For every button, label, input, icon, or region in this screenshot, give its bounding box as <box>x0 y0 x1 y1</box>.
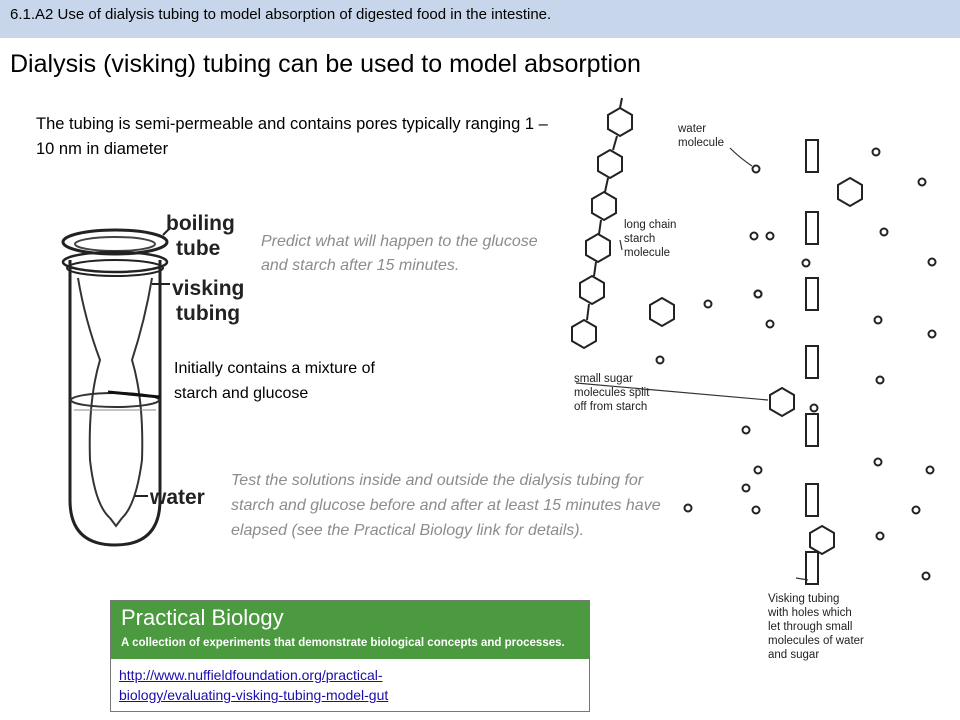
link-line-1: http://www.nuffieldfoundation.org/practi… <box>119 667 383 683</box>
label-sugar-3: off from starch <box>574 401 647 413</box>
practical-biology-banner: Practical Biology A collection of experi… <box>111 601 589 659</box>
label-starch-3: molecule <box>624 247 670 259</box>
label-visking-4: molecules of water <box>768 635 864 647</box>
initial-contents-note: Initially contains a mixture of starch a… <box>174 360 375 402</box>
boiling-tube-diagram: boiling tube visking tubing water <box>61 212 244 547</box>
label-water-molecule-1: water <box>677 123 706 135</box>
membrane-model-diagram: water molecule long chain starch molecul… <box>571 97 937 661</box>
label-sugar-2: molecules split <box>574 387 650 399</box>
practical-biology-card: Practical Biology A collection of experi… <box>110 600 590 712</box>
label-water: water <box>149 486 205 509</box>
practical-biology-title: Practical Biology <box>121 605 284 630</box>
label-boiling: boiling <box>166 212 235 235</box>
slide-header: 6.1.A2 Use of dialysis tubing to model a… <box>0 0 960 38</box>
label-sugar-1: small sugar <box>574 373 633 385</box>
label-tube: tube <box>176 237 220 260</box>
label-visking-5: and sugar <box>768 649 819 661</box>
label-visking-3: let through small <box>768 621 852 633</box>
test-instruction: Test the solutions inside and outside th… <box>231 472 661 539</box>
label-tubing: tubing <box>176 302 240 325</box>
predict-prompt: Predict what will happen to the glucose … <box>261 233 538 274</box>
label-starch-1: long chain <box>624 219 676 231</box>
label-water-molecule-2: molecule <box>678 137 724 149</box>
label-visking-1: Visking tubing <box>768 593 839 605</box>
practical-biology-link[interactable]: http://www.nuffieldfoundation.org/practi… <box>111 659 589 705</box>
link-line-2: biology/evaluating-visking-tubing-model-… <box>119 687 389 703</box>
label-visking-2: with holes which <box>767 607 852 619</box>
label-starch-2: starch <box>624 233 655 245</box>
breadcrumb: 6.1.A2 Use of dialysis tubing to model a… <box>10 6 552 23</box>
tubing-description: The tubing is semi-permeable and contain… <box>36 115 548 158</box>
label-visking: visking <box>172 277 244 300</box>
practical-biology-subtitle: A collection of experiments that demonst… <box>121 637 565 649</box>
page-title: Dialysis (visking) tubing can be used to… <box>10 50 641 78</box>
